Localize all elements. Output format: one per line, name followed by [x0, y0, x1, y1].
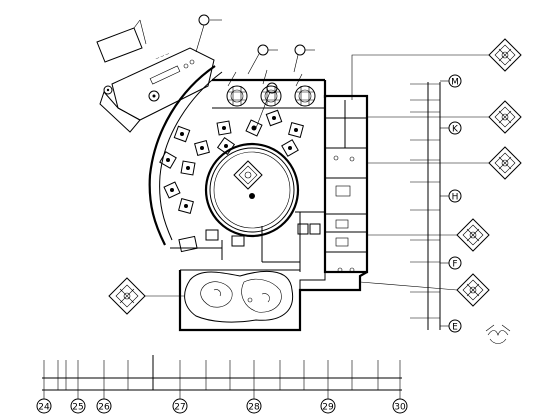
- grid-label-text: 26: [98, 403, 110, 413]
- circle-callout-icon: [293, 44, 315, 73]
- round-table-icon: [297, 223, 321, 235]
- grid-label-m: M: [440, 74, 462, 88]
- diamond-callout-icon: [456, 273, 490, 307]
- round-table-icon: [178, 235, 198, 253]
- grid-label-e: E: [440, 319, 462, 333]
- grid-label-25: 25: [70, 390, 86, 414]
- column-icon: [260, 85, 282, 107]
- column-icon: [226, 85, 248, 107]
- grid-label-text: F: [452, 260, 457, 270]
- grid-label-text: 25: [72, 403, 83, 413]
- grid-label-24: 24: [36, 390, 52, 414]
- horizontal-grid-axis: [42, 355, 402, 391]
- rotunda-medallion: [233, 160, 263, 190]
- grid-label-f: F: [440, 256, 462, 270]
- diamond-callout-icon: [108, 277, 146, 315]
- grid-label-text: 28: [248, 403, 260, 413]
- round-table-icon: [281, 139, 299, 157]
- grid-label-text: E: [452, 323, 458, 333]
- grid-label-30: 30: [392, 390, 408, 414]
- grid-label-27: 27: [172, 390, 188, 414]
- grid-label-text: 24: [38, 403, 50, 413]
- svg-text:— — —: — — —: [155, 51, 170, 61]
- round-table-icon: [265, 109, 283, 127]
- entry-vestibule: [99, 91, 141, 133]
- circle-callout-icon: [255, 82, 278, 129]
- diamond-callout-icon: [488, 146, 522, 180]
- round-table-icon: [103, 85, 113, 95]
- grid-label-29: 29: [320, 390, 336, 414]
- grid-label-h: H: [440, 189, 462, 203]
- circle-callout-icon: [195, 14, 222, 53]
- round-table-icon: [159, 151, 177, 169]
- grid-label-26: 26: [96, 390, 112, 414]
- round-table-icon: [148, 90, 160, 102]
- grid-label-text: 30: [394, 403, 406, 413]
- round-table-icon: [173, 125, 191, 143]
- service-block: [323, 94, 369, 274]
- grid-label-text: M: [451, 78, 459, 88]
- round-table-icon: [180, 160, 196, 176]
- grid-label-28: 28: [246, 390, 262, 414]
- diamond-callout-icon: [456, 218, 490, 252]
- round-table-icon: [216, 136, 236, 156]
- vertical-grid-axis: [410, 82, 441, 330]
- round-table-icon: [178, 198, 194, 214]
- diamond-callout-icon: [488, 100, 522, 134]
- diamond-callout-icon: [488, 38, 522, 72]
- central-rotunda: [204, 142, 300, 238]
- grid-label-text: 29: [322, 403, 334, 413]
- round-table-icon: [245, 119, 263, 137]
- pool-garden-area: [184, 270, 294, 323]
- floor-plan-walls: [96, 19, 369, 332]
- round-table-icon: [205, 229, 245, 247]
- grid-label-text: K: [452, 125, 459, 135]
- circle-callout-icon: [247, 44, 278, 75]
- dining-tables: [159, 109, 321, 253]
- grid-label-k: K: [440, 121, 462, 135]
- entry-furniture: — — —: [103, 51, 195, 102]
- round-table-icon: [194, 140, 210, 156]
- column-row: [226, 69, 316, 107]
- column-icon: [294, 85, 316, 107]
- round-table-icon: [216, 120, 232, 136]
- decorative-flourish-icon: [485, 324, 511, 344]
- grid-label-text: 27: [174, 403, 185, 413]
- round-table-icon: [288, 122, 304, 138]
- annex-room: [96, 27, 143, 63]
- grid-label-text: H: [452, 193, 459, 203]
- pool-outline: [184, 270, 294, 323]
- entry-room: [111, 47, 215, 121]
- round-table-icon: [163, 181, 181, 199]
- curved-outer-wall: [148, 65, 216, 246]
